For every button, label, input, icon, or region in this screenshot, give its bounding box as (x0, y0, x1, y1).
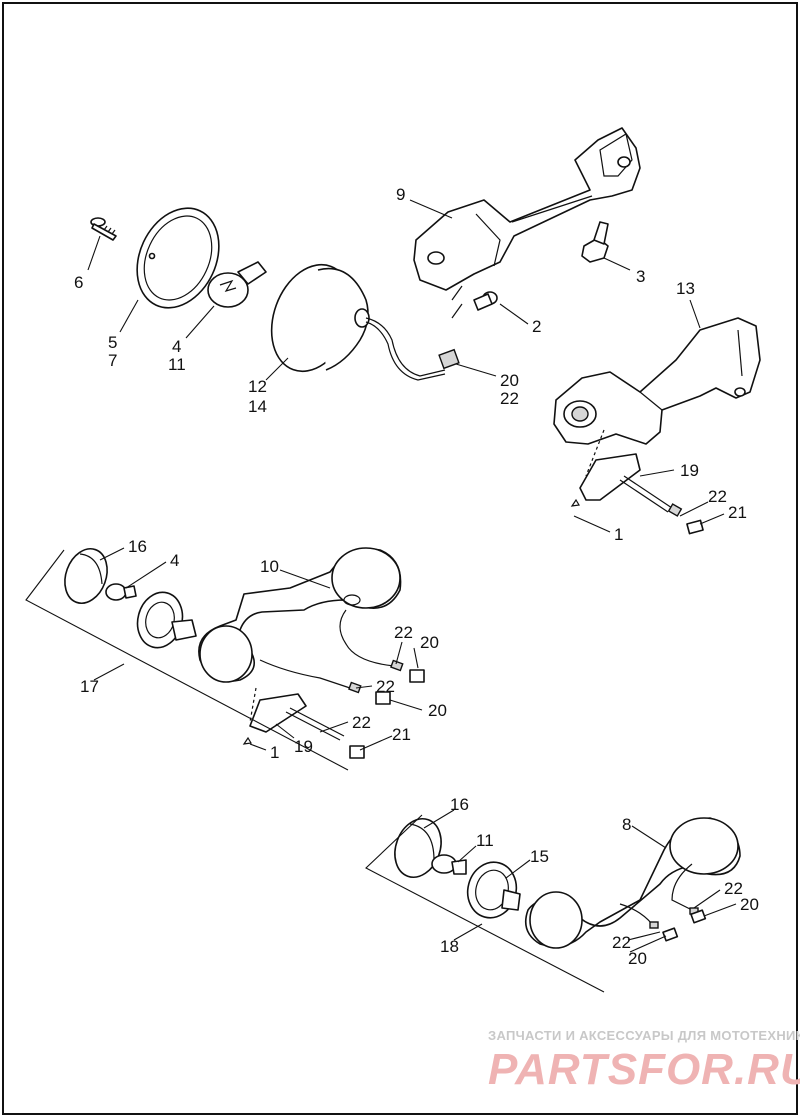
callout-20: 20 (500, 371, 519, 390)
screw-part-2 (473, 291, 498, 311)
group-bracket-18 (365, 814, 605, 993)
turn-signal-assembly-part-10 (198, 547, 404, 694)
callout-11: 11 (168, 355, 186, 374)
callout-12: 12 (248, 377, 267, 396)
watermark: ЗАПЧАСТИ И АКСЕССУАРЫ ДЛЯ МОТОТЕХНИКИ PA… (488, 1028, 800, 1094)
callout-5: 5 (108, 333, 117, 352)
group-bracket-17 (25, 549, 349, 771)
callout-22: 22 (724, 879, 743, 898)
callout-9: 9 (396, 185, 405, 204)
callout-6: 6 (74, 273, 83, 292)
mounting-bracket-part-13 (553, 317, 761, 445)
callout-21: 21 (728, 503, 747, 522)
bulb-part-4-lower (105, 583, 137, 601)
callout-11: 11 (476, 831, 494, 850)
turn-signal-assembly-part-8 (524, 817, 741, 949)
connectors-left (349, 669, 425, 759)
callout-19: 19 (294, 737, 313, 756)
callout-8: 8 (622, 815, 631, 834)
callout-17: 17 (80, 677, 99, 696)
callout-22: 22 (500, 389, 519, 408)
callout-22: 22 (612, 933, 631, 952)
callout-4: 4 (172, 337, 181, 356)
callout-18: 18 (440, 937, 459, 956)
lens-ring-part-5 (136, 207, 220, 309)
callout-3: 3 (636, 267, 645, 286)
callout-1: 1 (614, 525, 623, 544)
watermark-brand: PARTSFOR.RU (488, 1045, 800, 1094)
leader-lines (87, 199, 737, 953)
marker-lamp-part-19-lower (242, 687, 345, 745)
callout-4: 4 (170, 551, 179, 570)
callout-20: 20 (420, 633, 439, 652)
callout-7: 7 (108, 351, 117, 370)
callout-1: 1 (270, 743, 279, 762)
mounting-bracket-part-9 (413, 127, 641, 319)
socket-part-17 (136, 591, 197, 649)
socket-part-15 (466, 861, 521, 919)
callout-13: 13 (676, 279, 695, 298)
connectors-bottom (662, 909, 707, 942)
callout-10: 10 (260, 557, 279, 576)
lamp-housing-part-12 (270, 263, 460, 381)
bulb-part-11-bottom (431, 854, 467, 875)
callout-16: 16 (450, 795, 469, 814)
callout-20: 20 (428, 701, 447, 720)
bolt-part-3 (581, 221, 609, 263)
callout-2: 2 (532, 317, 541, 336)
bulb-part-4 (207, 261, 267, 308)
callout-22: 22 (376, 677, 395, 696)
callout-21: 21 (392, 725, 411, 744)
callout-22: 22 (394, 623, 413, 642)
callout-19: 19 (680, 461, 699, 480)
marker-lamp-part-19 (570, 429, 704, 535)
screw-part-6 (90, 217, 117, 241)
watermark-subtitle: ЗАПЧАСТИ И АКСЕССУАРЫ ДЛЯ МОТОТЕХНИКИ (488, 1028, 800, 1043)
callout-numbers: 6 5 7 4 11 12 14 20 22 9 3 2 13 19 22 21… (74, 185, 759, 968)
callout-14: 14 (248, 397, 267, 416)
lens-part-16-upper (64, 548, 108, 604)
callout-20: 20 (740, 895, 759, 914)
callout-15: 15 (530, 847, 549, 866)
callout-22: 22 (708, 487, 727, 506)
callout-20: 20 (628, 949, 647, 968)
callout-22: 22 (352, 713, 371, 732)
callout-16: 16 (128, 537, 147, 556)
